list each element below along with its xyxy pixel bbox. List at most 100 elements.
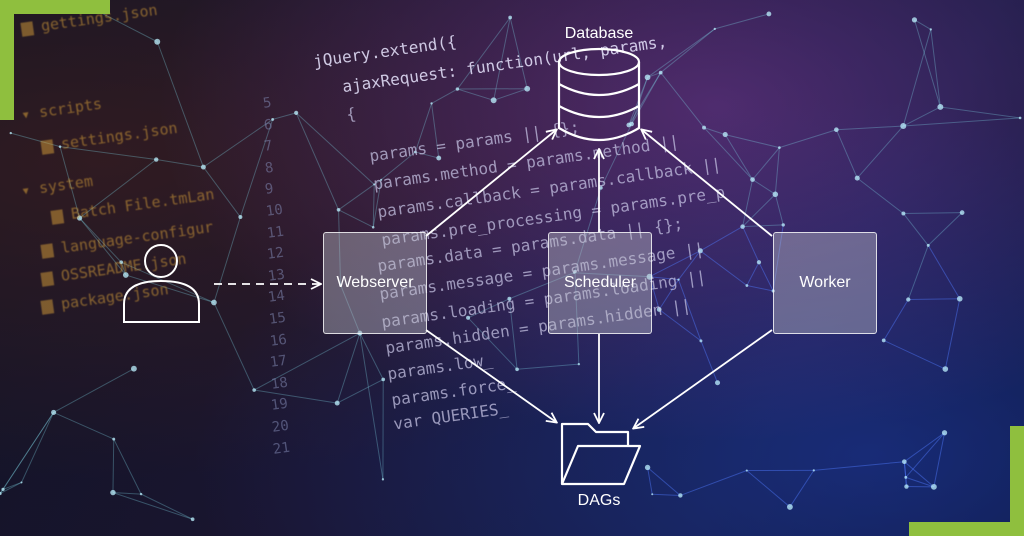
mesh-node [336, 207, 341, 212]
mesh-line [213, 216, 241, 303]
mesh-node [58, 145, 62, 148]
mesh-node [20, 481, 23, 484]
mesh-line [742, 179, 754, 227]
mesh-line [903, 212, 963, 214]
mesh-node [1018, 116, 1022, 120]
mesh-line [53, 368, 135, 413]
mesh-node [381, 377, 386, 382]
mesh-line [907, 245, 929, 300]
mesh-node [252, 388, 256, 392]
mesh-line [883, 339, 946, 370]
database-icon [557, 47, 641, 142]
mesh-node [941, 430, 948, 436]
mesh-line [752, 179, 776, 195]
mesh-line [359, 332, 384, 380]
mesh-line [742, 224, 784, 228]
mesh-line [372, 179, 382, 228]
mesh-line [380, 151, 416, 181]
mesh-line [647, 467, 653, 495]
mesh-node [854, 175, 860, 181]
mesh-node [904, 475, 908, 479]
mesh-line [883, 299, 909, 341]
mesh-line [79, 217, 122, 263]
mesh-node [1, 487, 5, 491]
mesh-node [0, 491, 2, 496]
mesh-node [902, 459, 907, 465]
mesh-node [756, 260, 762, 265]
mesh-node [740, 224, 745, 229]
mesh-line [508, 298, 518, 370]
mesh-line [758, 262, 774, 292]
mesh-node [294, 110, 299, 115]
arrow-worker-to-database [642, 130, 773, 237]
mesh-node [51, 409, 57, 415]
mesh-node [781, 223, 785, 227]
mesh-node [722, 132, 728, 138]
mesh-line [338, 184, 375, 211]
mesh-line [517, 363, 579, 370]
mesh-line [112, 439, 115, 493]
mesh-node [334, 400, 340, 406]
mesh-node [937, 103, 944, 110]
mesh-line [700, 340, 718, 383]
corner-accent-top-left [0, 0, 14, 120]
mesh-node [778, 146, 781, 149]
mesh-node [901, 211, 906, 216]
mesh-line [779, 129, 837, 149]
mesh-node [834, 127, 839, 133]
mesh-line [338, 209, 342, 285]
mesh-line [254, 389, 338, 404]
mesh-line [905, 432, 945, 478]
mesh-line [239, 119, 274, 218]
mesh-node [750, 177, 755, 182]
mesh-line [2, 412, 55, 490]
mesh-line [905, 476, 935, 488]
mesh-line [340, 284, 361, 334]
mesh-line [908, 298, 960, 301]
mesh-node [573, 269, 577, 274]
mesh-node [154, 38, 161, 45]
mesh-line [902, 29, 932, 127]
mesh-node [651, 493, 654, 496]
mesh-node [154, 157, 159, 162]
mesh-line [944, 298, 961, 370]
mesh-node [371, 225, 375, 229]
mesh-node [524, 85, 531, 92]
mesh-line [940, 106, 1021, 119]
corner-accent-bottom-right [1010, 426, 1024, 536]
mesh-node [271, 117, 275, 121]
mesh-node [787, 504, 793, 510]
mesh-line [574, 271, 580, 365]
mesh-line [933, 432, 946, 487]
mesh-node [122, 272, 129, 278]
mesh-line [156, 41, 204, 168]
mesh-line [742, 193, 776, 227]
mesh-line [856, 177, 904, 214]
folder-icon [560, 422, 642, 486]
mesh-line [2, 481, 22, 490]
mesh-line [903, 117, 1021, 127]
mesh-node [904, 484, 909, 489]
mesh-line [295, 112, 339, 211]
mesh-line [772, 224, 784, 292]
mesh-node [629, 121, 634, 127]
mesh-node [697, 248, 703, 254]
mesh-line [927, 245, 961, 300]
mesh-line [59, 146, 81, 219]
mesh-line [203, 118, 273, 168]
webserver-node: Webserver [323, 232, 427, 334]
mesh-node [906, 297, 911, 302]
mesh-node [713, 27, 716, 31]
mesh-line [79, 159, 157, 219]
mesh-line [647, 467, 681, 496]
mesh-line [658, 309, 702, 342]
mesh-node [381, 478, 385, 481]
mesh-node [926, 243, 930, 247]
mesh-line [904, 432, 945, 463]
mesh-node [430, 102, 433, 105]
mesh-line [904, 461, 935, 488]
mesh-node [766, 11, 772, 17]
mesh-line [813, 461, 905, 471]
